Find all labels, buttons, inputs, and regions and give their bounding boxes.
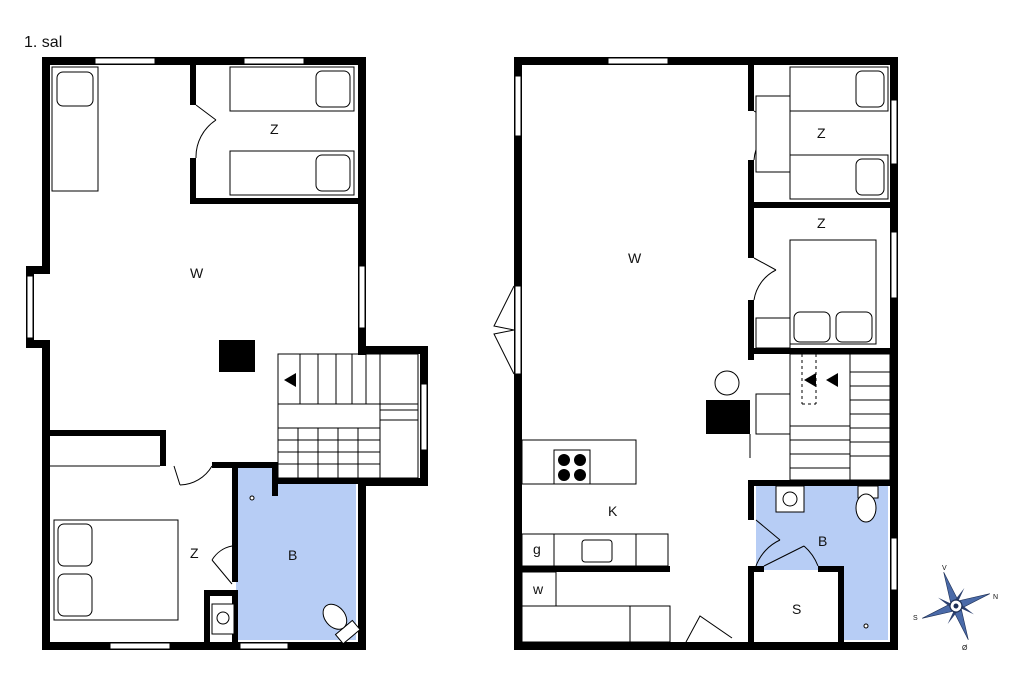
right-kitchen-label: K	[608, 503, 618, 519]
left-doors	[173, 104, 233, 585]
compass-south-label: S	[913, 615, 918, 622]
right-living-label: W	[628, 250, 642, 266]
compass-rose-icon	[922, 572, 990, 640]
right-staircase	[789, 353, 891, 481]
right-fixture-g-label: g	[533, 541, 541, 557]
left-staircase	[277, 353, 419, 479]
right-bathroom-label: B	[818, 533, 827, 549]
left-bedroom-bottom-label: Z	[190, 545, 199, 561]
compass-east-label: Ø	[962, 645, 968, 652]
left-stair-arrow-icon	[284, 373, 296, 387]
right-bathroom-floor	[756, 484, 888, 640]
compass-west-label: V	[942, 565, 947, 572]
right-stair-arrow-2-icon	[826, 373, 838, 387]
right-interior-walls	[522, 65, 890, 642]
right-bedroom-mid-label: Z	[817, 215, 826, 231]
left-bathroom-floor	[210, 466, 356, 640]
right-storage-label: S	[792, 601, 801, 617]
right-bedroom-top-label: Z	[817, 125, 826, 141]
left-bathroom-label: B	[288, 547, 297, 563]
right-french-doors	[493, 285, 515, 375]
compass-north-label: N	[993, 594, 998, 601]
right-cooktop	[553, 449, 591, 485]
right-fixture-w-label: w	[532, 581, 544, 597]
left-windows	[26, 57, 428, 650]
left-living-label: W	[190, 265, 204, 281]
left-bedroom-top-label: Z	[270, 121, 279, 137]
left-interior-walls	[50, 65, 358, 642]
right-stair-arrow-1-icon	[804, 373, 816, 387]
right-plan: Z Z W K g w B S	[493, 57, 898, 650]
right-windows	[514, 57, 898, 591]
left-plan: Z W Z B	[26, 57, 428, 650]
left-furniture	[50, 66, 361, 645]
floor-label: 1. sal	[24, 34, 62, 51]
